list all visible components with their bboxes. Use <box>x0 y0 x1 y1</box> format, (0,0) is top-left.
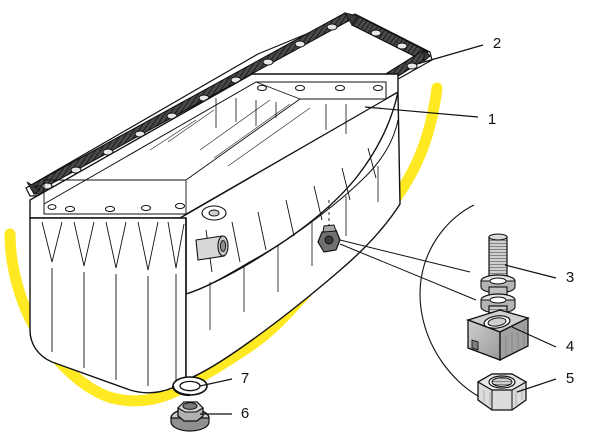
callout-leader-4 <box>511 326 557 348</box>
callout-leader-3 <box>504 264 557 279</box>
callout-leader-5 <box>516 378 557 393</box>
callout-number-4: 4 <box>566 338 574 355</box>
pan-drain-boss <box>317 200 341 253</box>
callout-number-3: 3 <box>566 269 574 286</box>
oil-pan <box>29 73 401 394</box>
detail-callout-arc <box>419 204 479 397</box>
callout-leader-7 <box>199 378 233 387</box>
pan-flange-boss <box>201 205 227 221</box>
drain-boss-leaders <box>339 239 477 301</box>
pan-side-fitting <box>195 235 229 261</box>
callout-leader-1 <box>364 106 479 118</box>
callout-number-5: 5 <box>566 370 574 387</box>
callout-number-7: 7 <box>241 370 249 387</box>
hex-nut <box>476 373 528 411</box>
callout-number-6: 6 <box>241 405 249 422</box>
drain-plug <box>170 401 210 432</box>
callout-number-2: 2 <box>493 35 501 52</box>
clamp-block <box>465 309 530 362</box>
callout-leader-2 <box>416 44 484 65</box>
callout-number-1: 1 <box>488 111 496 128</box>
callout-leaders <box>199 44 557 415</box>
sealing-washer <box>171 376 208 397</box>
callout-numbers: 1 2 3 4 5 6 7 <box>241 35 574 422</box>
